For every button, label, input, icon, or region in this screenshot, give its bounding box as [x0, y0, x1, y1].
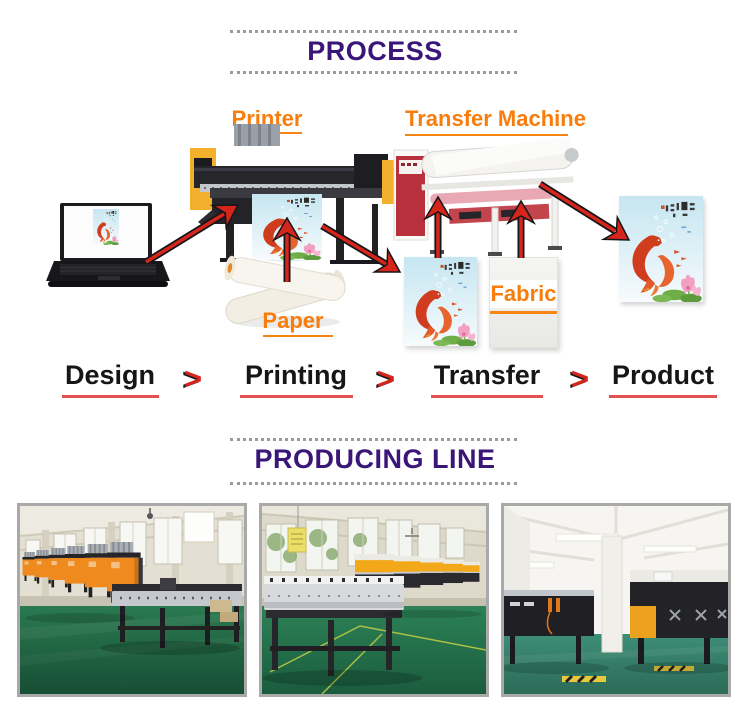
step-design-label: Design — [64, 360, 156, 390]
producing-line-title: PRODUCING LINE — [254, 444, 496, 474]
paper-label-underline — [263, 335, 333, 337]
fabric-label-underline — [490, 311, 557, 314]
step-design-underline — [61, 395, 159, 398]
factory-photo-3 — [501, 503, 731, 697]
step-transfer: Transfer — [412, 360, 562, 398]
step-product-label: Product — [611, 360, 714, 390]
chevron-arrow-icon: > — [376, 361, 396, 396]
dotted-divider — [230, 30, 517, 33]
factory-photo-2-illustration — [262, 506, 486, 694]
step-product: Product — [588, 360, 738, 398]
step-printing-label: Printing — [245, 360, 347, 390]
factory-photo-1-illustration — [20, 506, 244, 694]
factory-photo-1 — [17, 503, 247, 697]
dotted-divider — [230, 482, 517, 485]
paper-label: Paper — [262, 308, 324, 333]
step-design: Design — [35, 360, 185, 398]
laptop-illustration — [46, 203, 170, 287]
chevron-arrow-icon: > — [570, 361, 590, 396]
dotted-divider — [230, 438, 517, 441]
step-printing: Printing — [221, 360, 371, 398]
chevron-arrow-icon: > — [183, 361, 203, 396]
dotted-divider — [230, 71, 517, 74]
fabric-sheet: Fabric — [489, 257, 558, 348]
step-product-underline — [609, 395, 717, 398]
step-printing-underline — [239, 395, 353, 398]
step-transfer-underline — [431, 395, 543, 398]
factory-photo-3-illustration — [504, 506, 728, 694]
transfer-machine-label-underline — [405, 134, 568, 136]
process-title: PROCESS — [307, 36, 443, 66]
fabric-label: Fabric — [490, 280, 557, 308]
transfer-machine-label: Transfer Machine — [405, 106, 586, 131]
factory-photo-2 — [259, 503, 489, 697]
laptop-screen-design — [93, 209, 119, 245]
printer-machine-illustration — [190, 124, 396, 264]
step-transfer-label: Transfer — [433, 360, 541, 390]
transfer-machine-illustration — [393, 136, 579, 256]
printed-transfer-sheet — [404, 257, 477, 346]
finished-product — [619, 196, 703, 302]
